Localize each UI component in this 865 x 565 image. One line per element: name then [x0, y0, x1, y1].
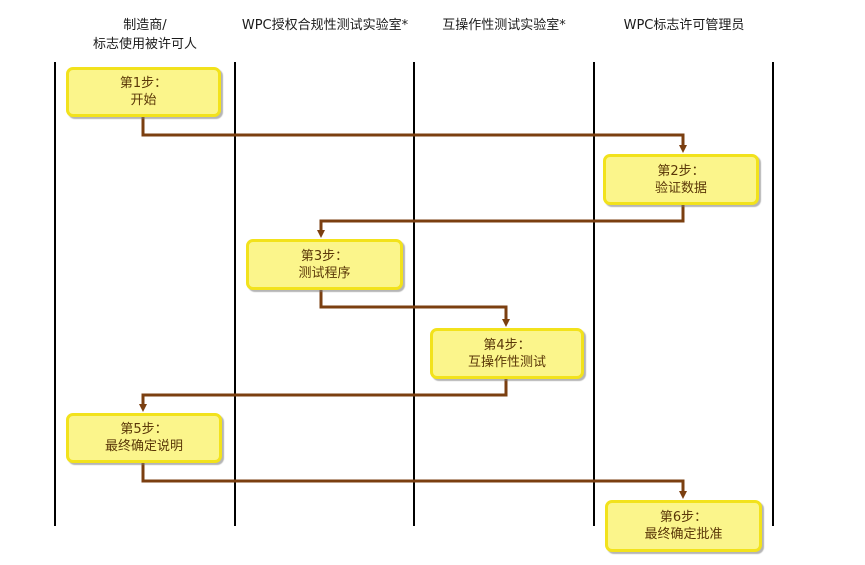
- step-3-name: 测试程序: [298, 265, 351, 281]
- lane-header-compliance-lab: WPC授权合规性测试实验室*: [208, 16, 442, 35]
- lane-header-license-admin: WPC标志许可管理员: [594, 16, 774, 35]
- connector-step3-to-step4: [319, 289, 510, 327]
- lane-header-manufacturer: 制造商/ 标志使用被许可人: [55, 16, 235, 54]
- connector-step1-to-step2: [141, 116, 687, 153]
- step-1-box: 第1步： 开始: [66, 67, 221, 117]
- lane-header-interop-lab: 互操作性测试实验室*: [414, 16, 594, 35]
- step-4-box: 第4步： 互操作性测试: [430, 328, 584, 379]
- connector-step5-to-step6: [141, 462, 687, 499]
- lane-header-manufacturer-line2: 标志使用被许可人: [92, 37, 197, 52]
- step-6-name: 最终确定批准: [644, 527, 723, 542]
- lane-header-manufacturer-line1: 制造商/: [123, 18, 167, 33]
- step-2-name: 验证数据: [654, 180, 707, 196]
- step-2-box: 第2步： 验证数据: [603, 154, 759, 205]
- lane-header-compliance-lab-label: WPC授权合规性测试实验室*: [241, 18, 409, 33]
- step-5-title: 第5步：: [120, 422, 168, 437]
- step-5-box: 第5步： 最终确定说明: [66, 413, 222, 463]
- step-1-title: 第1步：: [119, 76, 168, 91]
- step-1-name: 开始: [130, 93, 157, 108]
- step-5-name: 最终确定说明: [104, 439, 183, 454]
- step-3-box: 第3步： 测试程序: [246, 239, 403, 290]
- lane-header-interop-lab-label: 互操作性测试实验室*: [442, 18, 566, 33]
- lane-header-license-admin-label: WPC标志许可管理员: [623, 18, 745, 33]
- step-4-name: 互操作性测试: [467, 354, 546, 370]
- step-6-box: 第6步： 最终确定批准: [605, 500, 762, 552]
- step-6-title: 第6步：: [659, 510, 708, 525]
- step-4-title: 第4步：: [483, 337, 531, 353]
- connector-step2-to-step3: [317, 204, 685, 238]
- step-2-title: 第2步：: [657, 163, 705, 179]
- connector-step4-to-step5: [139, 378, 508, 412]
- step-3-title: 第3步：: [300, 248, 349, 264]
